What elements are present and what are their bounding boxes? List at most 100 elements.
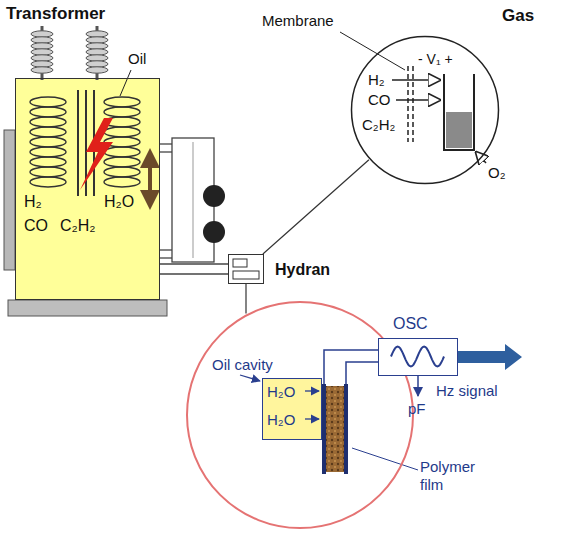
node-heading: OSC	[393, 315, 428, 332]
magnifier-line	[245, 284, 246, 313]
bushing-disc	[31, 61, 53, 67]
node-heading: Gas	[502, 6, 534, 25]
wire	[346, 362, 378, 384]
text-slot: Hz signal	[436, 382, 498, 400]
text-slot: Polymer film	[420, 458, 486, 494]
polymer-film	[326, 386, 344, 472]
bushing-disc	[86, 37, 108, 43]
coil-winding	[30, 177, 66, 187]
signal-label: pF	[408, 400, 426, 417]
coil-winding	[104, 157, 140, 167]
node-text: CO	[24, 217, 48, 234]
gas-flow-arrow	[392, 79, 440, 81]
gas-magnifier: GasH₂COC₂H₂- V₁ +	[350, 35, 500, 185]
node-text: H₂	[24, 193, 42, 210]
text-slot: H₂O	[104, 193, 134, 211]
text-slot: CO	[24, 217, 48, 235]
oil-circulation-arrow	[148, 152, 152, 206]
bushing-disc	[31, 67, 53, 73]
oil-lens-fill	[186, 301, 414, 529]
bushing-disc	[31, 55, 53, 61]
bushing-disc	[86, 31, 108, 37]
transformer-tank: H₂ CO C₂H₂ H₂O	[15, 78, 160, 300]
text-slot: H₂	[368, 71, 385, 89]
coil-winding	[104, 147, 140, 157]
oscillator-box: OSC	[378, 338, 458, 376]
sine-symbol	[391, 347, 444, 367]
cooling-fin	[4, 130, 15, 270]
oil-cavity: H₂O H₂O	[262, 378, 322, 440]
node-text: H₂O	[267, 383, 295, 400]
oil-cavity-leader	[240, 375, 260, 381]
oil-magnifier: Oil cavityH₂O H₂O	[185, 300, 415, 530]
text-slot: Oil	[128, 50, 146, 68]
bushing-disc	[86, 49, 108, 55]
hydran-detail	[233, 259, 247, 267]
coil-winding	[104, 167, 140, 177]
coil-winding	[30, 97, 66, 107]
figure-heading: Transformer	[6, 4, 105, 23]
valve	[203, 185, 225, 207]
electrolyte	[446, 112, 472, 148]
signal-arrow	[458, 344, 522, 370]
circle-outline	[187, 302, 413, 528]
electrode	[344, 384, 348, 474]
coil-winding	[30, 147, 66, 157]
node-text: H₂	[368, 71, 385, 88]
coil-winding	[30, 157, 66, 167]
film-leader	[352, 448, 418, 470]
node-text: H₂O	[104, 193, 134, 210]
node-text: Oil cavity	[212, 356, 273, 373]
water-arrow	[305, 390, 319, 391]
text-slot: pF	[408, 400, 426, 418]
pf-arrow	[417, 376, 419, 396]
bushings	[31, 26, 108, 80]
fuel-cell	[444, 74, 474, 150]
coil-winding	[30, 137, 66, 147]
membrane	[407, 66, 409, 142]
text-slot: Membrane	[262, 12, 334, 30]
text-slot: C₂H₂	[362, 116, 395, 134]
coil-winding	[104, 107, 140, 117]
node-text: C₂H₂	[60, 217, 96, 234]
bushing-disc	[86, 61, 108, 67]
wire	[324, 350, 378, 384]
transformer-tank-fill	[15, 78, 160, 300]
hydran-fill	[228, 254, 264, 284]
node-heading: Hydran	[275, 261, 330, 278]
text-slot: Oil cavity	[212, 356, 273, 374]
valve	[203, 221, 225, 243]
bushing-disc	[86, 55, 108, 61]
circle-outline	[352, 37, 499, 184]
bushing-disc	[31, 31, 53, 37]
coil-winding	[30, 167, 66, 177]
coil-winding	[104, 177, 140, 187]
node-text: - V₁ +	[418, 51, 453, 67]
text-slot: Transformer	[6, 4, 105, 24]
text-slot: H₂O	[267, 383, 295, 401]
sine-symbol	[379, 339, 456, 374]
node-text: CO	[368, 91, 391, 108]
bushing-disc	[31, 49, 53, 55]
text-slot: Hydran	[275, 261, 330, 279]
tank-base	[8, 300, 167, 316]
electrode	[322, 384, 326, 474]
hydran-device: Hydran	[228, 254, 264, 284]
text-slot: H₂	[24, 193, 42, 211]
text-slot: C₂H₂	[60, 217, 96, 235]
oil-cavity-fill	[262, 378, 322, 440]
gas-lens-fill	[351, 36, 499, 184]
text-slot: Gas	[502, 6, 534, 26]
gas-flow-arrow	[396, 99, 440, 101]
membrane-leader	[340, 32, 405, 70]
water-arrow	[305, 418, 319, 419]
part-label: Oil	[128, 50, 146, 67]
text-slot: H₂O	[267, 411, 295, 429]
circle-outline	[185, 300, 415, 530]
bushing-disc	[86, 43, 108, 49]
bushing-disc	[31, 37, 53, 43]
hydran-detail	[233, 271, 259, 279]
node-text: C₂H₂	[362, 116, 395, 133]
node-text: H₂O	[267, 411, 295, 428]
